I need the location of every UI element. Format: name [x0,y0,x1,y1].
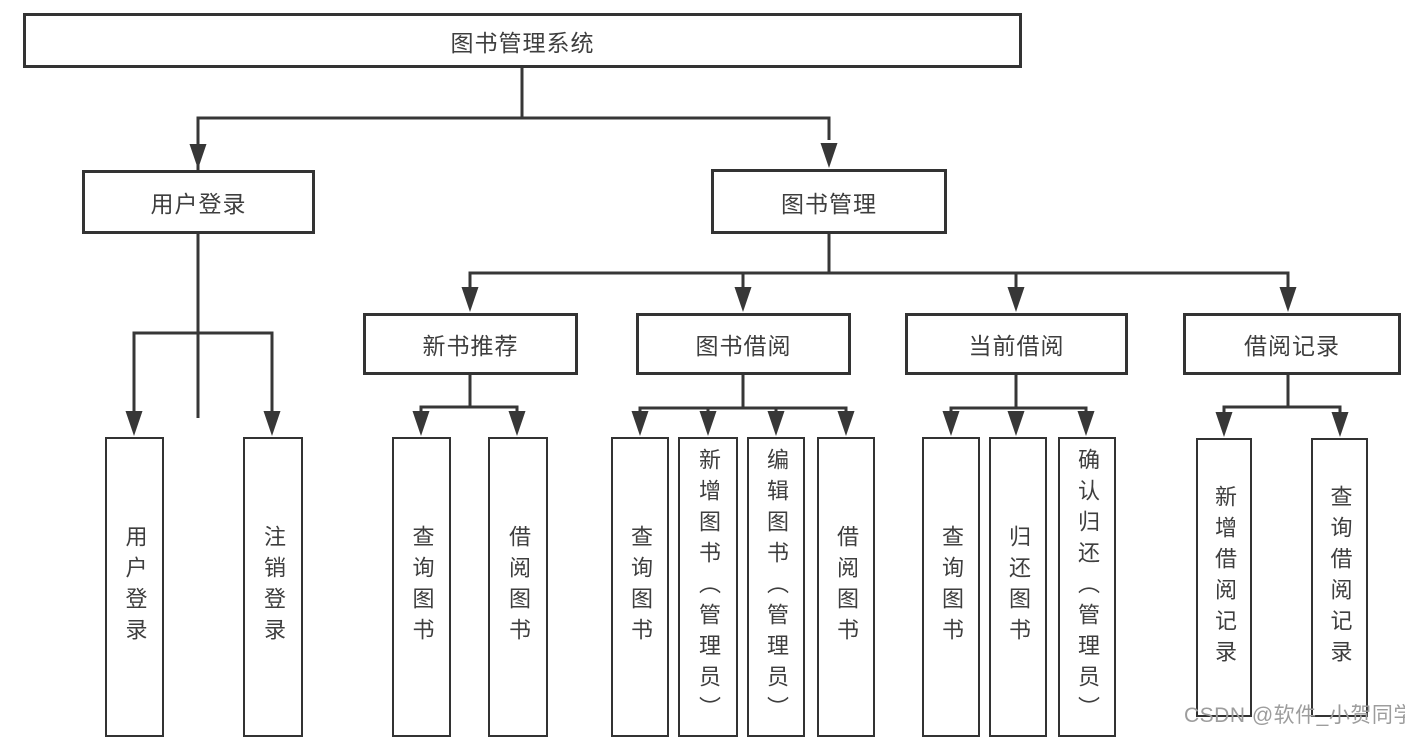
node-current-borrowing: 当前借阅 [905,313,1128,375]
leaf-add-books-admin: 新增图书（管理员） [678,437,738,737]
leaf-borrow-books-label: 借阅图书 [834,525,859,649]
leaf-return-books: 归还图书 [989,437,1047,737]
leaf-logout: 注销登录 [243,437,303,737]
node-new-book-recommendation: 新书推荐 [363,313,578,375]
leaf-add-books-admin-label: 新增图书（管理员） [696,447,721,727]
node-user-login: 用户登录 [82,170,315,234]
leaf-edit-books-admin: 编辑图书（管理员） [747,437,805,737]
watermark-text: CSDN @软件_小贺同学 [1184,704,1405,727]
leaf-query-books-current-label: 查询图书 [939,525,964,649]
leaf-logout-label: 注销登录 [261,525,286,649]
leaf-query-borrow-record-label: 查询借阅记录 [1327,484,1353,671]
leaf-query-books-borrow-label: 查询图书 [628,525,653,649]
leaf-query-books-current: 查询图书 [922,437,980,737]
leaf-query-books-borrow: 查询图书 [611,437,669,737]
node-library-management-system: 图书管理系统 [23,13,1022,68]
leaf-return-books-label: 归还图书 [1006,525,1031,649]
leaf-edit-books-admin-label: 编辑图书（管理员） [764,447,789,727]
leaf-borrow-books: 借阅图书 [817,437,875,737]
leaf-query-borrow-record: 查询借阅记录 [1311,438,1368,717]
leaf-user-login: 用户登录 [105,437,164,737]
leaf-add-borrow-record: 新增借阅记录 [1196,438,1252,717]
leaf-query-books-recommend: 查询图书 [392,437,451,737]
leaf-user-login-label: 用户登录 [122,525,148,649]
node-book-borrowing: 图书借阅 [636,313,851,375]
leaf-borrow-books-recommend-label: 借阅图书 [506,525,531,649]
leaf-confirm-return-admin: 确认归还（管理员） [1058,437,1116,737]
leaf-query-books-recommend-label: 查询图书 [409,525,435,649]
leaf-add-borrow-record-label: 新增借阅记录 [1212,484,1237,671]
leaf-borrow-books-recommend: 借阅图书 [488,437,548,737]
node-borrowing-records: 借阅记录 [1183,313,1401,375]
leaf-confirm-return-admin-label: 确认归还（管理员） [1075,447,1100,727]
node-book-management: 图书管理 [711,169,947,234]
